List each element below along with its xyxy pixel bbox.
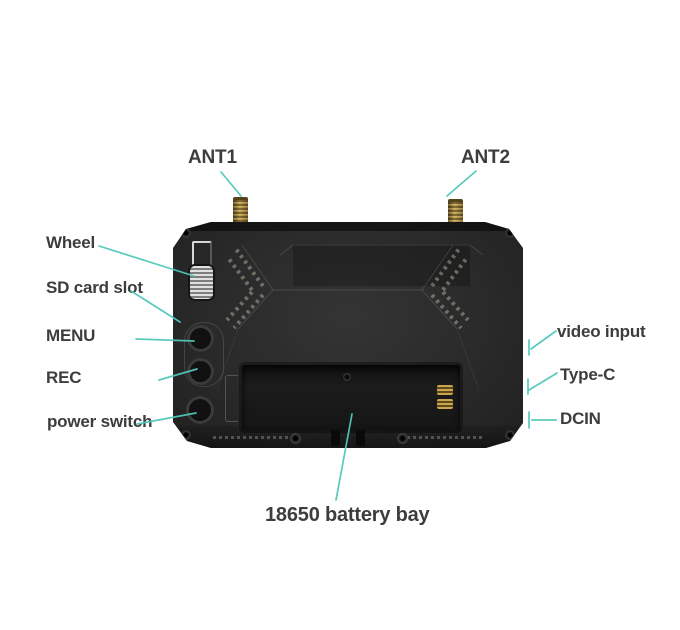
antenna-connector-ant1 — [233, 197, 248, 226]
back-panel-texture — [216, 244, 484, 391]
label-menu: MENU — [46, 326, 96, 345]
bottom-vent-dashes-right — [407, 436, 483, 439]
corner-screw-bottom-right — [505, 430, 515, 440]
battery-bay-screw — [343, 373, 351, 381]
menu-button — [187, 325, 214, 352]
corner-screw-top-right — [505, 228, 515, 238]
right-chevron — [421, 244, 458, 330]
callout-line-type-c — [528, 372, 558, 391]
left-chevron — [237, 244, 274, 330]
label-ant2: ANT2 — [461, 147, 510, 168]
callout-line-ant1 — [220, 171, 242, 197]
label-rec: REC — [46, 368, 82, 387]
battery-latch — [225, 375, 238, 422]
bottom-screw-left — [290, 433, 301, 444]
label-video-input: video input — [557, 322, 646, 341]
right-vent-dashes — [430, 293, 463, 330]
bottom-slot-right — [356, 430, 365, 446]
device-back-panel — [173, 222, 523, 448]
left-lower-seam — [216, 328, 239, 391]
callout-line-ant2 — [446, 170, 477, 197]
label-wheel: Wheel — [46, 233, 96, 252]
antenna-connector-ant2 — [448, 199, 463, 226]
label-battery-bay: 18650 battery bay — [265, 504, 430, 526]
power-switch-button — [186, 396, 214, 424]
battery-spring-contact — [437, 399, 453, 409]
left-vent-dashes — [232, 293, 265, 330]
label-sd-card-slot: SD card slot — [46, 278, 143, 297]
rec-button — [187, 358, 214, 385]
left-vent-dashes — [225, 290, 254, 322]
left-vent-dashes — [234, 247, 265, 288]
bottom-screw-right — [397, 433, 408, 444]
top-recess — [293, 244, 470, 286]
left-vent-dashes — [227, 257, 254, 292]
label-type-c: Type-C — [560, 365, 616, 384]
battery-bay — [242, 365, 460, 430]
scroll-wheel — [190, 266, 213, 299]
sd-card-slot — [192, 241, 212, 268]
bottom-slot-left — [331, 430, 340, 446]
label-dcin: DCIN — [560, 409, 601, 428]
bottom-vent-dashes-left — [213, 436, 289, 439]
corner-screw-top-left — [181, 228, 191, 238]
label-power-switch: power switch — [47, 412, 153, 431]
battery-spring-contact — [437, 385, 453, 395]
corner-screw-bottom-left — [181, 430, 191, 440]
panel-top-shade — [173, 222, 523, 231]
right-vent-dashes — [441, 290, 470, 322]
right-lower-seam — [456, 328, 480, 391]
button-track — [184, 322, 224, 387]
callout-line-video-input — [530, 330, 557, 350]
right-vent-dashes — [430, 247, 461, 288]
ridge-line — [279, 244, 484, 256]
label-ant1: ANT1 — [188, 147, 237, 168]
